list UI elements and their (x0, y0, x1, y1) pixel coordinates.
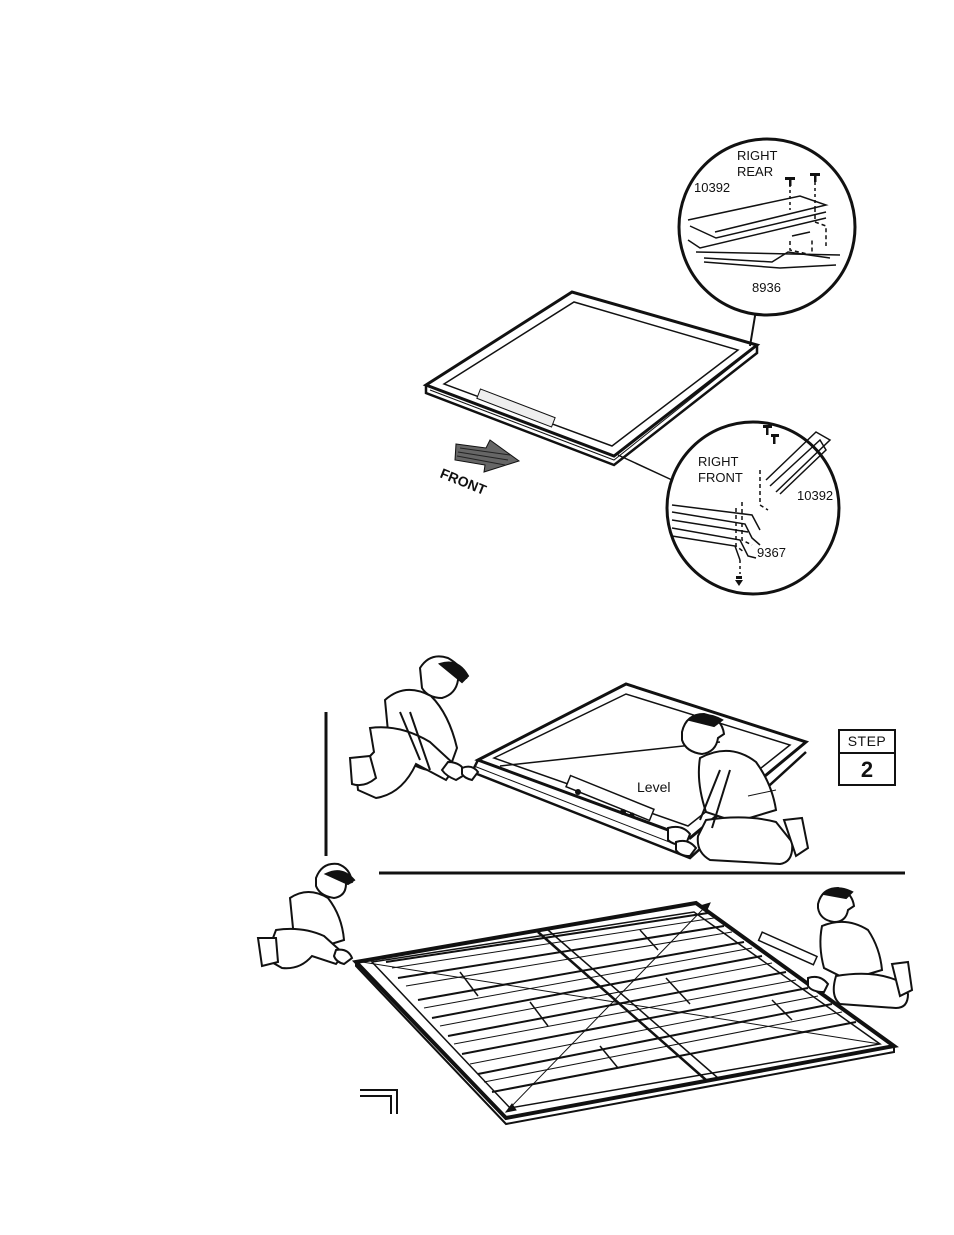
square-corner-icon (360, 1090, 397, 1114)
floor-frame-grid (356, 903, 894, 1124)
worker-bottom-left-figure (258, 864, 354, 968)
